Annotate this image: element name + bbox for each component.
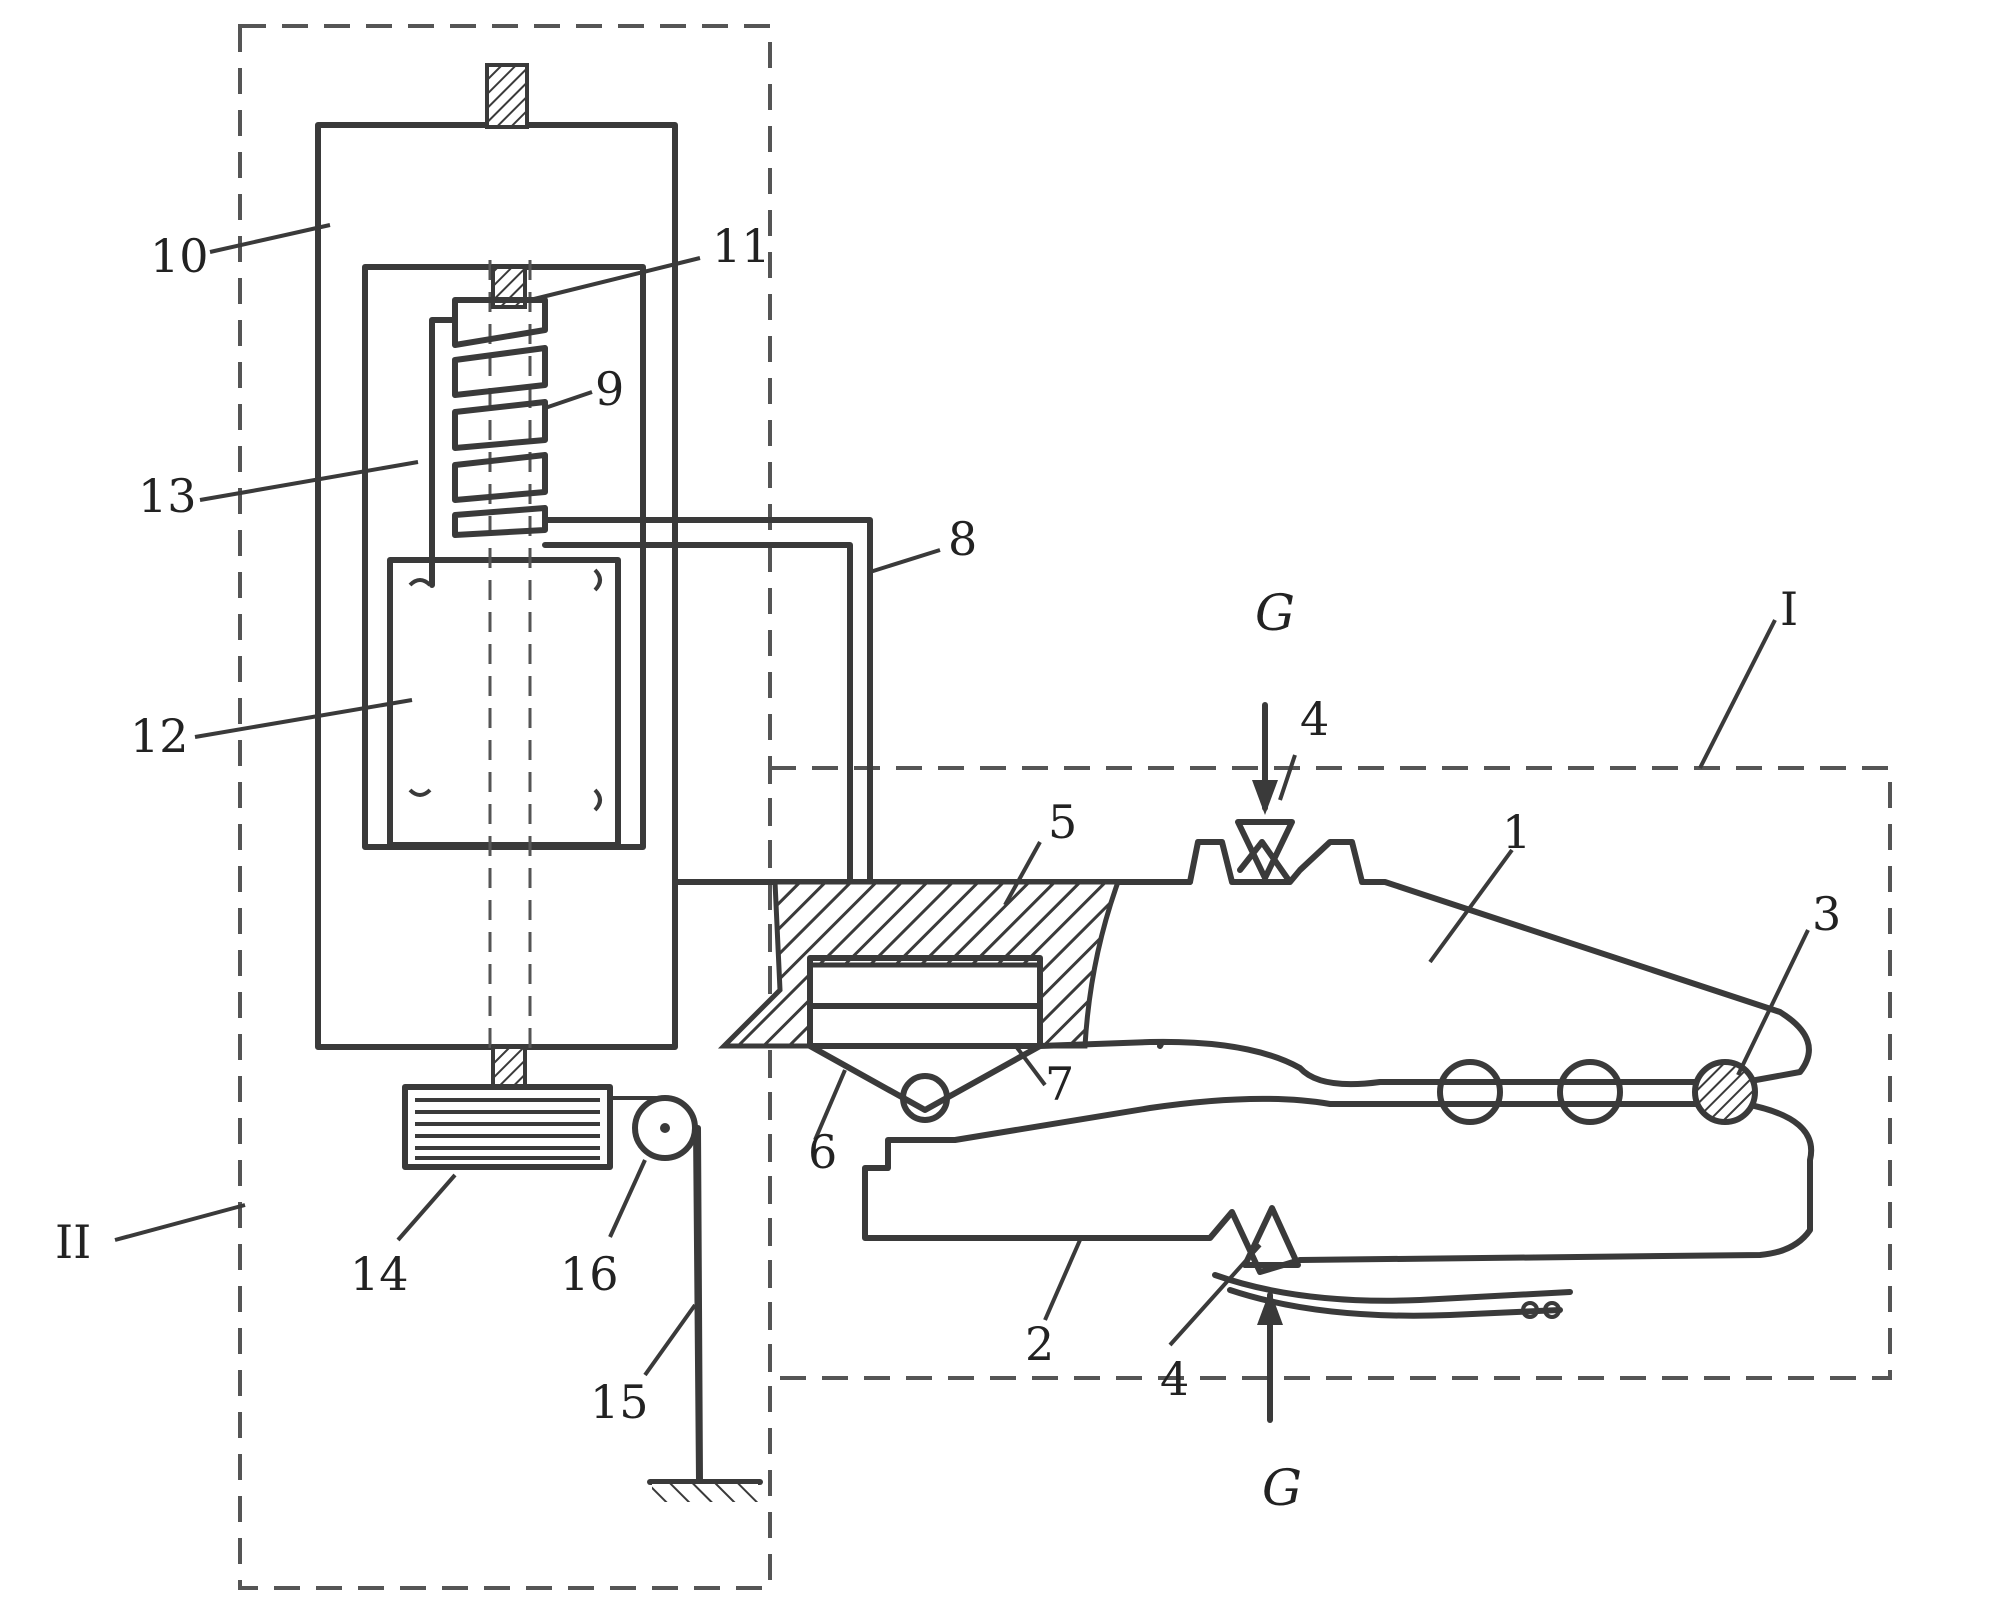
support-4-top — [1235, 819, 1295, 881]
chamber-5 — [717, 879, 1122, 1049]
label-5: 5 — [1048, 795, 1077, 849]
label-13: 13 — [138, 469, 197, 523]
label-14: 14 — [350, 1247, 409, 1301]
tube-8 — [542, 517, 873, 961]
wire-15 — [695, 1125, 703, 1485]
pulley-16-axle — [660, 1123, 670, 1133]
label-2: 2 — [1025, 1317, 1054, 1371]
spool-14 — [402, 1084, 613, 1170]
label-11: 11 — [712, 219, 771, 273]
label-15: 15 — [590, 1375, 649, 1429]
ball-7 — [900, 1073, 950, 1123]
ground-symbol — [647, 1479, 763, 1502]
guide-13 — [429, 317, 458, 588]
label-16: 16 — [560, 1247, 619, 1301]
spring-screw-b — [1543, 1301, 1561, 1319]
label-4-bottom: 4 — [1160, 1352, 1189, 1406]
label-3: 3 — [1812, 887, 1841, 941]
label-G-top: G — [1255, 584, 1295, 642]
label-1: 1 — [1502, 805, 1531, 859]
label-region-II: II — [55, 1215, 91, 1269]
label-9: 9 — [595, 362, 624, 416]
groove-ball-1 — [1437, 1059, 1503, 1125]
workpiece-3 — [1692, 1059, 1758, 1125]
groove-ball-2 — [1557, 1059, 1623, 1125]
support-4-bottom — [1242, 1205, 1301, 1268]
region-I-boundary — [768, 766, 1892, 1380]
label-7: 7 — [1045, 1057, 1074, 1111]
label-region-I: I — [1780, 582, 1798, 636]
bottom-threaded-rod — [491, 1045, 527, 1089]
housing-10 — [315, 122, 678, 1050]
label-6: 6 — [808, 1125, 837, 1179]
arm-2 — [862, 1095, 1815, 1275]
label-10: 10 — [150, 229, 209, 283]
block-12 — [387, 557, 621, 848]
label-G-bottom: G — [1262, 1459, 1302, 1517]
arm-1 — [1037, 839, 1812, 1088]
block-clips — [408, 568, 602, 812]
bellows-9 — [452, 297, 548, 538]
force-arrow-bottom — [1257, 1290, 1283, 1423]
label-8: 8 — [948, 512, 977, 566]
label-12: 12 — [130, 709, 189, 763]
leaf-spring — [1212, 1272, 1573, 1319]
housing-step — [672, 557, 1193, 885]
spring-screw-a — [1521, 1301, 1539, 1319]
cone-7 — [807, 1043, 1043, 1113]
leader-lines — [114, 223, 1810, 1377]
label-4-top: 4 — [1300, 692, 1329, 746]
force-arrow-top — [1252, 702, 1278, 815]
piston-6-lower — [807, 1003, 1043, 1049]
top-threaded-rod — [485, 63, 529, 129]
